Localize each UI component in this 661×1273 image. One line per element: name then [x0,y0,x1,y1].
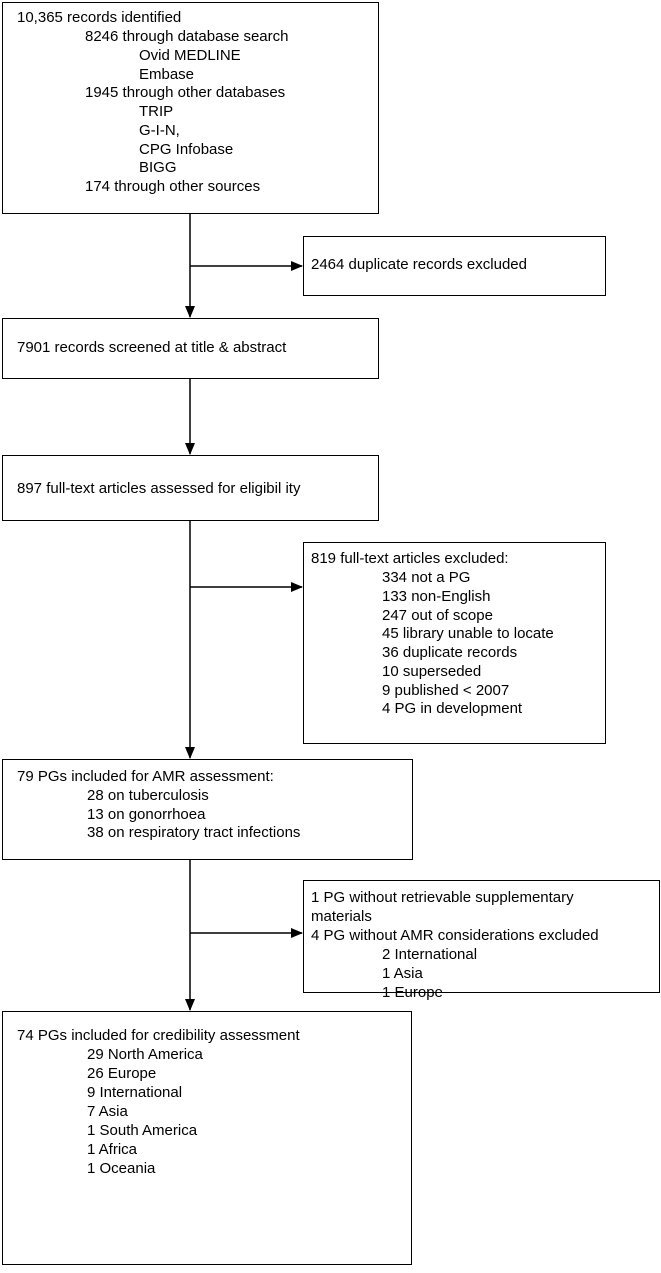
other-databases-line: 1945 through other databases [85,84,286,101]
excluded-reason: 247 out of scope [382,607,493,624]
other-sources-line: 174 through other sources [85,178,261,195]
amr-excluded-line: 4 PG without AMR considerations excluded [311,927,599,944]
records-identified-box: 10,365 records identified 8246 through d… [2,2,379,214]
records-screened-text: 7901 records screened at title & abstrac… [17,339,287,356]
credibility-region: 9 International [87,1084,183,1101]
fulltext-assessed-box: 897 full-text articles assessed for elig… [2,455,379,521]
fulltext-assessed-text: 897 full-text articles assessed for elig… [17,480,301,497]
amr-item: 38 on respiratory tract infections [87,824,301,841]
credibility-region: 7 Asia [87,1103,128,1120]
amr-assessment-box: 79 PGs included for AMR assessment: 28 o… [2,759,413,860]
credibility-region: 1 Africa [87,1141,138,1158]
trip-line: TRIP [139,103,174,120]
records-identified-title: 10,365 records identified [17,9,182,26]
amr-excluded-region: 2 International [382,946,478,963]
credibility-region: 1 South America [87,1122,198,1139]
credibility-region: 26 Europe [87,1065,157,1082]
amr-excluded-region: 1 Europe [382,984,443,1001]
amr-assessment-title: 79 PGs included for AMR assessment: [17,768,274,785]
fulltext-excluded-title: 819 full-text articles excluded: [311,550,509,567]
fulltext-excluded-box: 819 full-text articles excluded: 334 not… [303,542,606,744]
cpg-infobase-line: CPG Infobase [139,141,234,158]
bigg-line: BIGG [139,159,177,176]
amr-excluded-region: 1 Asia [382,965,423,982]
excluded-reason: 45 library unable to locate [382,625,554,642]
database-search-line: 8246 through database search [85,28,289,45]
amr-item: 28 on tuberculosis [87,787,209,804]
duplicates-excluded-text: 2464 duplicate records excluded [311,256,527,273]
ovid-medline-line: Ovid MEDLINE [139,47,241,64]
excluded-reason: 133 non-English [382,588,491,605]
duplicates-excluded-box: 2464 duplicate records excluded [303,236,606,296]
records-screened-box: 7901 records screened at title & abstrac… [2,318,379,379]
credibility-region: 1 Oceania [87,1160,156,1177]
excluded-reason: 9 published < 2007 [382,682,510,699]
gin-line: G-I-N, [139,122,180,139]
excluded-reason: 10 superseded [382,663,482,680]
credibility-assessment-box: 74 PGs included for credibility assessme… [2,1011,412,1265]
amr-item: 13 on gonorrhoea [87,806,206,823]
amr-excluded-box: 1 PG without retrievable supplementary m… [303,880,660,1001]
excluded-reason: 36 duplicate records [382,644,518,661]
credibility-assessment-title: 74 PGs included for credibility assessme… [17,1027,300,1044]
amr-excluded-line: materials [311,908,372,925]
amr-excluded-line: 1 PG without retrievable supplementary [311,889,574,906]
excluded-reason: 334 not a PG [382,569,471,586]
credibility-region: 29 North America [87,1046,203,1063]
embase-line: Embase [139,66,195,83]
excluded-reason: 4 PG in development [382,700,523,717]
